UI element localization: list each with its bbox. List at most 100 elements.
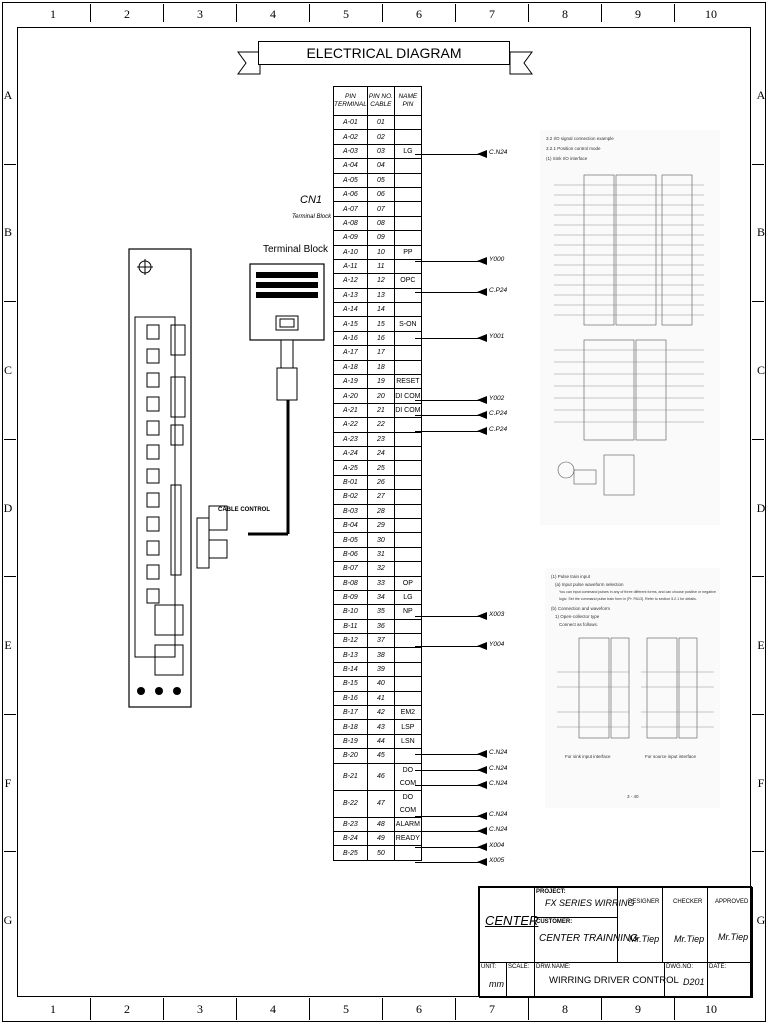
row-divider <box>752 439 764 440</box>
row-letter: A <box>3 88 13 102</box>
signal-wire <box>415 338 483 340</box>
pin-terminal-cell: B-05 <box>333 532 368 548</box>
column-number: 9 <box>635 1002 641 1016</box>
pin-name-cell: EM2 <box>393 705 422 721</box>
column-divider <box>236 998 237 1020</box>
pin-cable-cell: 24 <box>366 445 395 462</box>
signal-arrow-icon <box>477 642 487 651</box>
pin-name-cell <box>393 845 422 861</box>
pin-terminal-cell: A-21 <box>333 402 368 419</box>
column-divider <box>674 998 675 1020</box>
pin-name-cell <box>393 647 422 663</box>
signal-wire <box>415 769 483 771</box>
unit-value: mm <box>489 979 504 989</box>
pin-cable-cell: 48 <box>366 816 395 832</box>
row-divider <box>4 301 16 302</box>
checker-value: Mr.Tiep <box>674 934 705 944</box>
signal-wire <box>415 615 483 617</box>
column-divider <box>382 4 383 22</box>
terminal-block-label: Terminal Block <box>263 244 329 255</box>
pin-cable-cell: 31 <box>366 546 395 563</box>
pin-terminal-cell: A-01 <box>333 114 368 131</box>
column-number: 8 <box>562 7 568 21</box>
pin-cable-cell: 33 <box>366 575 395 591</box>
pin-cable-cell: 16 <box>366 330 395 347</box>
pin-terminal-cell: A-11 <box>333 258 368 275</box>
project-value: FX SERIES WIRRING <box>545 898 635 908</box>
row-divider <box>4 439 16 440</box>
column-number: 3 <box>197 1002 203 1016</box>
signal-arrow-icon <box>477 149 487 158</box>
pin-terminal-cell: B-03 <box>333 503 368 519</box>
customer-value: CENTER TRAINNING <box>539 933 638 944</box>
pin-name-cell <box>393 460 422 476</box>
column-divider <box>309 998 310 1020</box>
row-divider <box>4 164 16 165</box>
name-pin-header: NAME PIN <box>393 86 422 116</box>
column-number: 5 <box>343 1002 349 1016</box>
signal-label: C.N24 <box>489 148 508 156</box>
row-divider <box>752 576 764 577</box>
signal-wire <box>415 861 483 863</box>
signal-wire <box>415 261 483 263</box>
customer-label: CUSTOMER: <box>536 919 573 925</box>
pin-cable-header: PIN NO. CABLE <box>366 86 395 116</box>
signal-label: C.N24 <box>489 764 508 772</box>
pin-terminal-cell: B-07 <box>333 561 368 577</box>
pin-name-cell <box>393 186 422 203</box>
pin-cable-cell: 11 <box>366 258 395 275</box>
row-letter: G <box>3 913 13 927</box>
signal-arrow-icon <box>477 334 487 343</box>
reference-wiring-bottom: (1) Pulse train input (a) Input pulse wa… <box>545 568 720 808</box>
pin-name-cell <box>393 158 422 174</box>
pin-name-cell <box>393 431 422 447</box>
signal-arrow-icon <box>477 750 487 759</box>
pin-cable-cell: 18 <box>366 359 395 376</box>
banner-ribbon <box>237 51 533 75</box>
drw-name-label: DRW.NAME: <box>536 964 571 970</box>
pin-cable-cell: 39 <box>366 661 395 678</box>
column-divider <box>309 4 310 22</box>
cable-control-label: CABLE CONTROL <box>218 507 270 513</box>
checker-label: CHECKER <box>673 899 703 905</box>
pin-terminal-cell: B-09 <box>333 589 368 606</box>
pin-terminal-cell: B-01 <box>333 474 368 491</box>
pin-name-cell <box>393 489 422 505</box>
pin-terminal-cell: B-23 <box>333 816 368 832</box>
column-divider <box>90 4 91 22</box>
pin-name-cell: PP <box>393 244 422 260</box>
pin-name-cell <box>393 503 422 519</box>
pin-name-cell: RESET <box>393 374 422 390</box>
column-number: 6 <box>416 7 422 21</box>
row-divider <box>4 576 16 577</box>
scale-label: SCALE: <box>508 964 530 970</box>
pin-name-cell: OP <box>393 575 422 591</box>
signal-arrow-icon <box>477 411 487 420</box>
pin-cable-cell: 01 <box>366 114 395 131</box>
column-number: 6 <box>416 1002 422 1016</box>
column-divider <box>601 4 602 22</box>
pin-cable-cell: 50 <box>366 845 395 861</box>
pin-cable-cell: 40 <box>366 676 395 692</box>
pin-terminal-cell: A-14 <box>333 302 368 318</box>
signal-label: C.N24 <box>489 779 508 787</box>
pin-cable-cell: 19 <box>366 374 395 390</box>
